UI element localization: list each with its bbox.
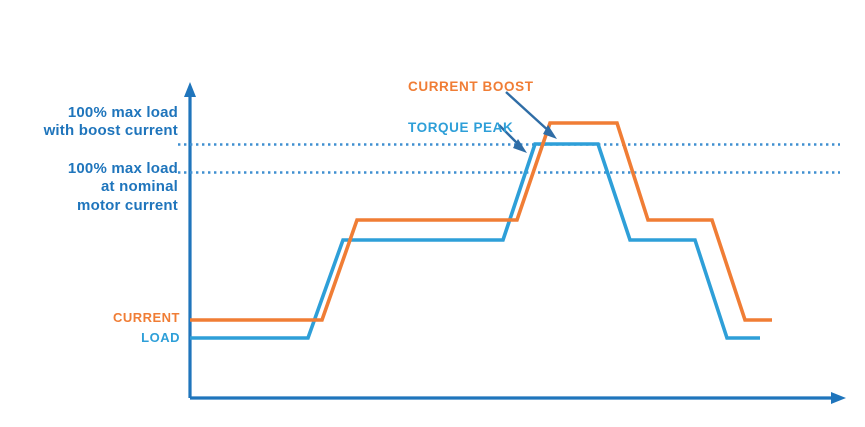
annotation-label-current-boost: CURRENT BOOST <box>408 79 534 94</box>
current-boost-arrow-shaft <box>505 91 552 134</box>
x-axis-arrowhead <box>831 392 846 404</box>
annotation-label-torque-peak: TORQUE PEAK <box>408 120 514 135</box>
series-line-load <box>190 142 760 340</box>
series-label-load: LOAD <box>141 330 180 345</box>
reference-label-boost-current: 100% max load with boost current <box>43 104 178 140</box>
current-boost-arrowhead <box>543 125 557 139</box>
series-label-current: CURRENT <box>112 310 180 325</box>
reference-lines-group <box>178 143 840 174</box>
series-line-current <box>190 121 772 322</box>
reference-label-nominal-current: 100% max load at nominal motor current <box>67 160 178 214</box>
torque-peak-arrowhead <box>513 139 527 153</box>
annotation-arrows-group <box>498 91 557 153</box>
y-axis-arrowhead <box>184 82 196 97</box>
axes-group <box>184 82 846 404</box>
